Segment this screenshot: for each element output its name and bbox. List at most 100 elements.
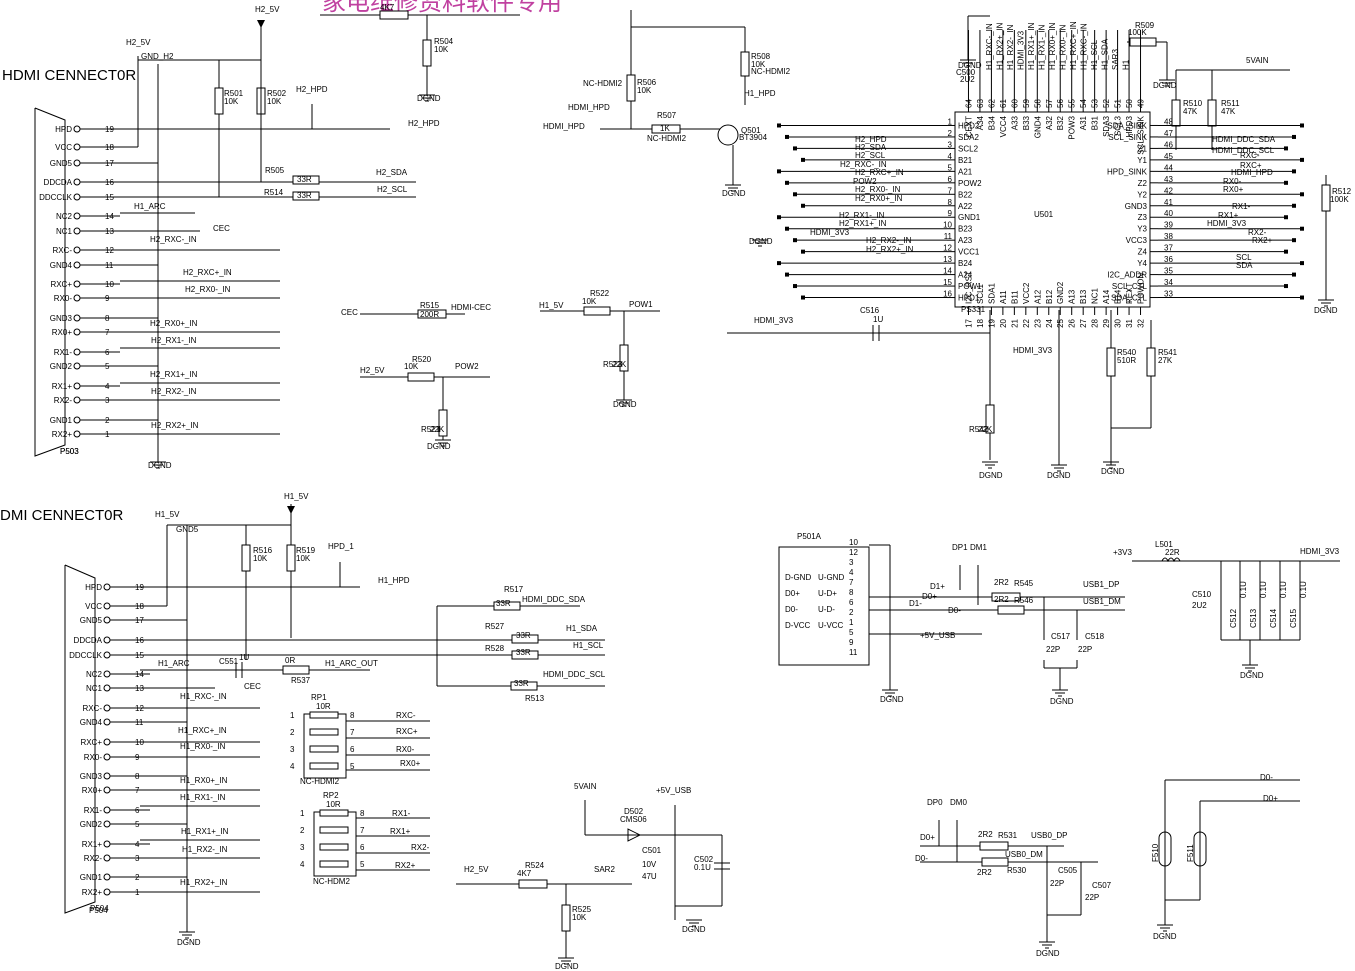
connector-pin-signal: VCC	[55, 143, 72, 152]
chip-pin-number: 34	[1164, 278, 1173, 287]
net-label: 100K	[1128, 28, 1147, 37]
net-label: HDMI_HPD	[543, 122, 585, 131]
wire-terminal	[785, 226, 789, 231]
chip-pin-number: 31	[1125, 318, 1134, 327]
net-label: 10K	[637, 86, 652, 95]
connector-pin-circle	[103, 583, 111, 591]
chip-pin-number: 12	[943, 244, 952, 253]
capacitor-ref: C515	[1289, 608, 1298, 628]
chip-pin-number: 26	[1068, 318, 1077, 327]
net-label: P503	[60, 447, 79, 456]
net-label: H2_RXC-_IN	[150, 235, 197, 244]
connector-pin-signal: DDCCLK	[39, 193, 73, 202]
connector-pin-circle	[103, 820, 111, 828]
net-label: 2R2	[978, 830, 993, 839]
connector-pin-signal: RX2+	[52, 430, 73, 439]
net-label: R520	[412, 355, 432, 364]
net-label: GND5	[176, 525, 199, 534]
usb-pin-number: 4	[849, 568, 854, 577]
connector-pin-signal: GND1	[50, 416, 73, 425]
connector-pin-number: 12	[105, 246, 114, 255]
net-label: CEC	[341, 308, 358, 317]
connector-pin-number: 5	[105, 362, 110, 371]
connector-pin-number: 11	[135, 718, 144, 727]
net-label: DGND	[1101, 467, 1125, 476]
net-label: RXC+	[1240, 161, 1262, 170]
chip-pin-number: 33	[1164, 290, 1173, 299]
connector-pin-number: 11	[105, 261, 114, 270]
net-label: R546	[1014, 596, 1034, 605]
connector-pin-circle	[73, 328, 81, 336]
net-label: H2_SCL	[377, 185, 408, 194]
chip-pin-number: 40	[1164, 209, 1173, 218]
net-label: R545	[1014, 579, 1034, 588]
connector-pin-circle	[103, 636, 111, 644]
connector-pin-signal: RX0-	[54, 294, 73, 303]
net-label: C517	[1051, 632, 1071, 641]
net-label: RX2+	[1252, 236, 1273, 245]
net-label: +5V_USB	[656, 786, 691, 795]
net-label: H2_HPD	[855, 135, 887, 144]
wire-terminal	[793, 192, 797, 197]
connector-title-2: DMI CENNECT0R	[0, 507, 124, 524]
net-label: 33R	[297, 175, 312, 184]
connector-pin-number: 13	[105, 227, 114, 236]
net-label: 2U2	[960, 75, 975, 84]
net-label: 10K	[224, 97, 239, 106]
net-label: D502	[624, 807, 644, 816]
resistor-pack-pin: 6	[350, 745, 355, 754]
resistor-pack-pin: 4	[290, 762, 295, 771]
wire-terminal	[793, 146, 797, 151]
resistor-pack-pin: 8	[350, 711, 355, 720]
chip-pin-name: SDA2	[958, 133, 979, 142]
net-label: RXC+	[396, 727, 418, 736]
chip-pin-name: B24	[958, 259, 973, 268]
connector-pin-circle	[103, 753, 111, 761]
extra-labels-layer: 1234876512348765D-GNDD0+D0-D-VCCU-GNDU-D…	[290, 538, 1308, 869]
net-label: R513	[525, 694, 545, 703]
net-label: 22K	[978, 425, 993, 434]
connector-pin-number: 7	[135, 786, 140, 795]
connector-pin-circle	[73, 246, 81, 254]
chip-pin-name: B13	[1079, 289, 1088, 304]
chip-top-net: SAR3	[1111, 49, 1120, 70]
net-label: H1_ARC	[158, 659, 190, 668]
usb-pin-number: 12	[849, 548, 858, 557]
chip-pin-name: Y2	[1137, 190, 1147, 199]
connector-pin-signal: RXC+	[80, 738, 102, 747]
chip-pin-name: HPD_SINK	[1107, 167, 1148, 176]
net-label: +3V3	[1113, 548, 1132, 557]
wiring-top-misc	[320, 10, 1331, 465]
chip-pin-number: 18	[976, 318, 985, 327]
wire-terminal	[1284, 249, 1288, 254]
chip-pin-number: 2	[948, 129, 953, 138]
chip-pin-number: 1	[948, 117, 953, 126]
net-label: RX2-	[411, 843, 430, 852]
usb-port-label: D-VCC	[785, 621, 811, 630]
connector-pin-signal: GND4	[50, 261, 73, 270]
chip-pin-name: A13	[1068, 289, 1077, 304]
wire-terminal	[1284, 284, 1288, 289]
connector-pin-circle	[73, 396, 81, 404]
chip-pin-number: 30	[1114, 318, 1123, 327]
net-label: R522	[590, 289, 610, 298]
connector-pin-circle	[73, 143, 81, 151]
chip-pin-name: HPD2	[958, 121, 980, 130]
net-label: 33R	[297, 191, 312, 200]
net-label: RX2-	[1248, 228, 1267, 237]
connector-pin-number: 6	[105, 348, 110, 357]
connector-pin-signal: GND3	[80, 772, 103, 781]
chip-top-net: H1_RXC+_IN	[1069, 21, 1078, 70]
net-label: R519	[296, 546, 316, 555]
net-label: H2_RXC+_IN	[855, 168, 904, 177]
net-label: H1_SCL	[573, 641, 604, 650]
net-label: H2_5V	[360, 366, 385, 375]
connector-pin-circle	[103, 786, 111, 794]
net-label: 33R	[516, 648, 531, 657]
net-label: DGND	[979, 471, 1003, 480]
chip-pin-name: HPD1	[958, 294, 980, 303]
net-label: DGND	[177, 938, 201, 947]
connector-pin-signal: RXC-	[52, 246, 72, 255]
ground-symbols	[150, 59, 1334, 965]
resistor-pack-element	[309, 745, 339, 753]
